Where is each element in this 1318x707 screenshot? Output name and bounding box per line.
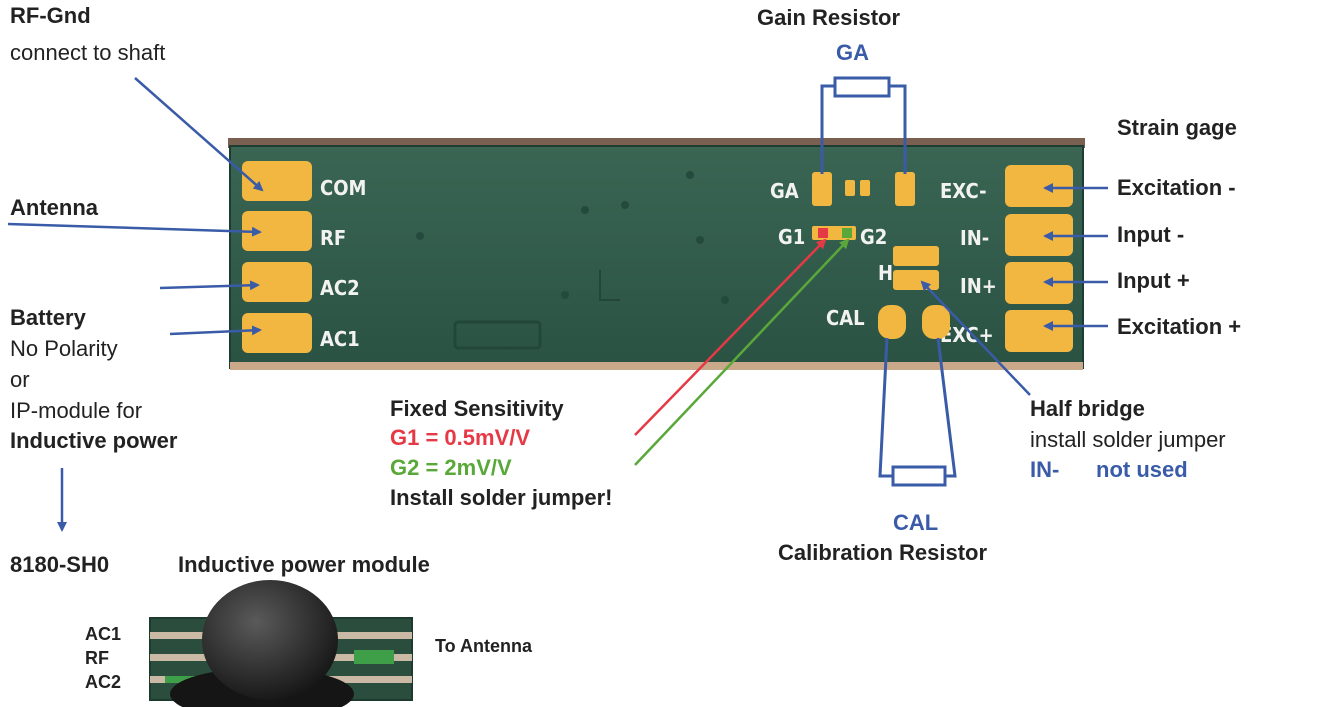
silk-com: COM bbox=[320, 176, 366, 200]
arrow-antenna bbox=[7, 222, 262, 237]
pad-ac1 bbox=[242, 313, 312, 353]
module-dome bbox=[202, 580, 338, 700]
silk-h: H bbox=[878, 261, 893, 285]
input-minus-label: Input - bbox=[1117, 222, 1185, 247]
g1-value: G1 = 0.5mV/V bbox=[390, 425, 531, 450]
silk-cal: CAL bbox=[826, 306, 865, 330]
module-title: Inductive power module bbox=[178, 552, 430, 577]
half-bridge-sub: install solder jumper bbox=[1030, 427, 1226, 452]
install-jumper-note: Install solder jumper! bbox=[390, 485, 613, 510]
gain-resistor-title: Gain Resistor bbox=[757, 5, 901, 30]
battery-line-2: or bbox=[10, 367, 30, 392]
module-pin-ac2: AC2 bbox=[85, 672, 122, 692]
cal-code: CAL bbox=[893, 510, 939, 535]
excitation-minus-label: Excitation - bbox=[1117, 175, 1236, 200]
rf-gnd-title: RF-Gnd bbox=[10, 3, 91, 28]
silk-exc-minus: EXC- bbox=[940, 179, 987, 203]
cal-pads bbox=[878, 305, 950, 339]
pad-ga-right bbox=[895, 172, 915, 206]
silk-in-minus: IN- bbox=[960, 226, 989, 250]
gain-resistor-symbol bbox=[820, 76, 907, 174]
gain-resistor-code: GA bbox=[836, 40, 869, 65]
module-pin-ac1: AC1 bbox=[85, 624, 122, 644]
strain-gage-title: Strain gage bbox=[1117, 115, 1237, 140]
antenna-label: Antenna bbox=[10, 195, 98, 220]
inductive-power-module bbox=[149, 580, 413, 707]
input-plus-label: Input + bbox=[1117, 268, 1190, 293]
arrow-battery bbox=[169, 325, 262, 336]
half-bridge-title: Half bridge bbox=[1030, 396, 1145, 421]
g1-dot bbox=[818, 228, 828, 238]
pad-in-minus bbox=[1005, 214, 1073, 256]
arrow-g2 bbox=[634, 238, 850, 466]
arrow-g1 bbox=[634, 238, 827, 436]
pad-ga-left bbox=[812, 172, 832, 206]
battery-line-4: Inductive power bbox=[10, 428, 178, 453]
pad-rf bbox=[242, 211, 312, 251]
pad-exc-minus bbox=[1005, 165, 1073, 207]
right-pads bbox=[1005, 165, 1073, 352]
right-arrows bbox=[920, 183, 1108, 396]
calibration-resistor-title: Calibration Resistor bbox=[778, 540, 988, 565]
silk-g1: G1 bbox=[778, 225, 805, 249]
silk-ac2: AC2 bbox=[320, 276, 360, 300]
silk-ga: GA bbox=[770, 179, 799, 203]
rf-gnd-sub: connect to shaft bbox=[10, 40, 166, 65]
cal-resistor-symbol bbox=[878, 337, 957, 487]
arrow-rf-gnd bbox=[134, 77, 264, 192]
pad-in-plus bbox=[1005, 262, 1073, 304]
silk-in-plus: IN+ bbox=[960, 274, 997, 298]
gain-jumper bbox=[812, 226, 856, 240]
excitation-plus-label: Excitation + bbox=[1117, 314, 1242, 339]
g2-dot bbox=[842, 228, 852, 238]
to-antenna-label: To Antenna bbox=[435, 636, 532, 656]
battery-line-3: IP-module for bbox=[10, 398, 143, 423]
ga-pads bbox=[812, 172, 915, 206]
not-used-label: not used bbox=[1096, 457, 1188, 482]
pad-exc-plus bbox=[1005, 310, 1073, 352]
battery-title: Battery bbox=[10, 305, 86, 330]
silk-ac1: AC1 bbox=[320, 327, 360, 351]
fixed-sensitivity-title: Fixed Sensitivity bbox=[390, 396, 564, 421]
silk-g2: G2 bbox=[860, 225, 887, 249]
pad-ac2 bbox=[242, 262, 312, 302]
module-pin-rf: RF bbox=[85, 648, 109, 668]
in-minus-code: IN- bbox=[1030, 457, 1060, 482]
module-id: 8180-SH0 bbox=[10, 552, 110, 577]
arrow-half-bridge bbox=[920, 280, 1031, 396]
silk-rf: RF bbox=[320, 226, 346, 250]
left-arrows bbox=[7, 77, 264, 532]
g2-value: G2 = 2mV/V bbox=[390, 455, 512, 480]
arrow-ac2 bbox=[159, 280, 260, 291]
battery-line-1: No Polarity bbox=[10, 336, 118, 361]
